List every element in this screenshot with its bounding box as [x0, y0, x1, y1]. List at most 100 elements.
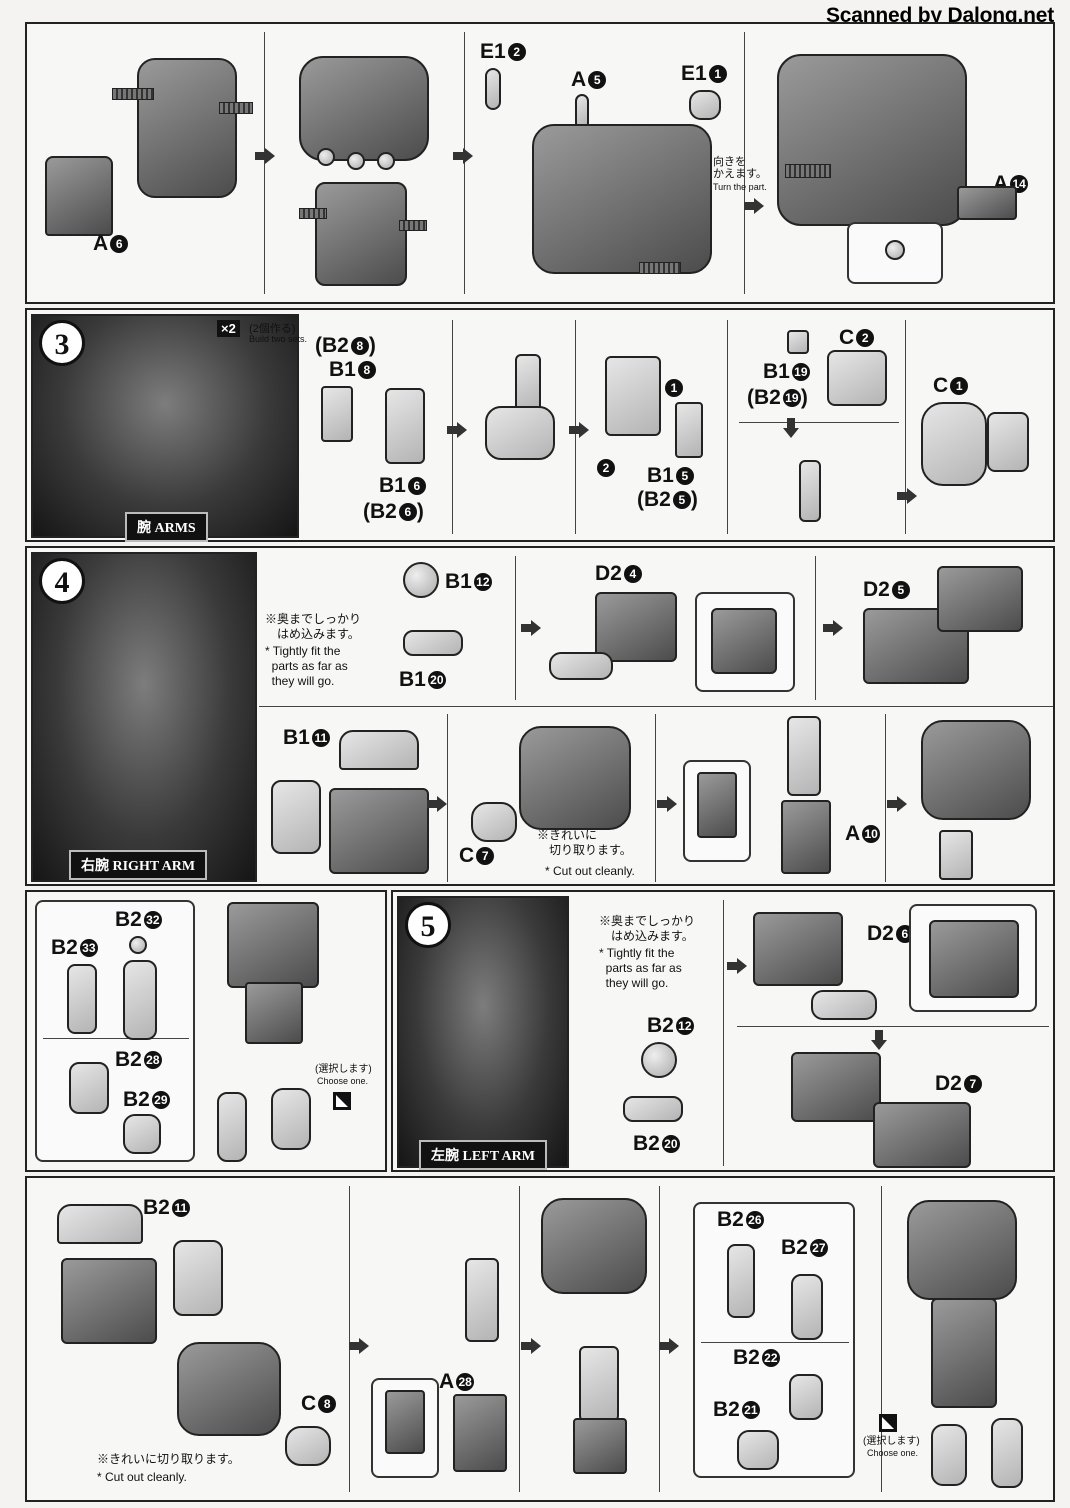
flow-arrow	[727, 958, 747, 974]
detail-inset	[695, 592, 795, 692]
part-a28	[453, 1394, 507, 1472]
choose-one-en: Choose one.	[867, 1448, 919, 1458]
part-b222	[789, 1374, 823, 1420]
fit-note-jp: ※奥までしっかり はめ込みます。	[265, 612, 362, 641]
claw-hand	[123, 960, 157, 1040]
part-b111	[339, 730, 419, 770]
flow-arrow	[447, 422, 467, 438]
detail-inset	[847, 222, 943, 284]
flow-arrow	[521, 620, 541, 636]
upper-torso-part	[299, 56, 429, 161]
elbow-assembly	[787, 716, 821, 796]
shoulder-armor	[519, 726, 631, 830]
flow-arrow	[887, 796, 907, 812]
flow-arrow	[897, 488, 917, 504]
choose-one-icon	[879, 1414, 897, 1432]
forearm-cuff	[573, 1418, 627, 1474]
divider	[515, 556, 516, 700]
detail-inset	[371, 1378, 439, 1478]
step4-title: 右腕 RIGHT ARM	[69, 850, 208, 880]
cut-note-jp: ※きれいに 切り取ります。	[537, 828, 632, 857]
torso-joint	[639, 262, 681, 274]
part-a6	[45, 156, 113, 236]
shoulder-joint	[811, 990, 877, 1020]
hand-options-inset	[35, 900, 195, 1162]
shoulder-armor	[177, 1342, 281, 1436]
fit-note-en: * Tightly fit the parts as far as they w…	[265, 644, 348, 688]
step3-photo	[31, 314, 299, 538]
wrist-part	[799, 460, 821, 522]
divider	[264, 32, 265, 294]
elbow-joint	[939, 830, 973, 880]
inset-part	[711, 608, 777, 674]
choose-one-jp: (選択します)	[315, 1064, 372, 1075]
part-b120	[403, 630, 463, 656]
step5-title: 左腕 LEFT ARM	[419, 1140, 547, 1170]
build-two-en: Build two sets.	[249, 334, 308, 344]
part-b119	[787, 330, 809, 354]
hand-assembly	[173, 1240, 223, 1316]
divider	[815, 556, 816, 700]
step4-number: 4	[39, 558, 85, 604]
detail-inset	[683, 760, 751, 862]
part-d25	[937, 566, 1023, 632]
forearm-cuff	[245, 982, 303, 1044]
step5-panel: 5 左腕 LEFT ARM ※奥までしっかり はめ込みます。 * Tightly…	[391, 890, 1055, 1172]
claw-hand-option	[991, 1418, 1023, 1488]
flow-arrow	[521, 1338, 541, 1354]
divider	[737, 1026, 1049, 1027]
upper-arm-block	[61, 1258, 157, 1344]
inset-ball	[885, 240, 905, 260]
flow-arrow	[255, 148, 275, 164]
part-b211	[57, 1204, 143, 1244]
part-b228	[69, 1062, 109, 1114]
forearm-armor	[227, 902, 319, 988]
shoulder-armor	[921, 720, 1031, 820]
forearm-cuff	[931, 1298, 997, 1408]
seq-1: 1	[663, 376, 683, 400]
torso-part	[137, 58, 237, 198]
part-d26	[753, 912, 843, 986]
part-e12	[485, 68, 501, 110]
forearm-assembly	[605, 356, 661, 436]
flow-arrow-down	[783, 418, 799, 438]
divider	[701, 1342, 849, 1343]
turn-note-jp: 向きを かえます。	[713, 156, 767, 180]
flow-arrow-down	[871, 1030, 887, 1050]
torso-joint	[112, 88, 154, 100]
joint-ball	[377, 152, 395, 170]
inset-part	[929, 920, 1019, 998]
torso-back	[777, 54, 967, 226]
elbow-joint	[579, 1346, 619, 1422]
joint-ball	[347, 152, 365, 170]
cut-note-en: * Cut out cleanly.	[545, 864, 635, 878]
divider	[43, 1038, 189, 1039]
part-c7	[471, 802, 517, 842]
flow-arrow	[349, 1338, 369, 1354]
inset-part	[385, 1390, 425, 1454]
torso-joint	[219, 102, 253, 114]
divider	[655, 714, 656, 882]
shoulder-armor	[907, 1200, 1017, 1300]
detail-inset	[909, 904, 1037, 1012]
fit-note-en: * Tightly fit the parts as far as they w…	[599, 946, 682, 990]
